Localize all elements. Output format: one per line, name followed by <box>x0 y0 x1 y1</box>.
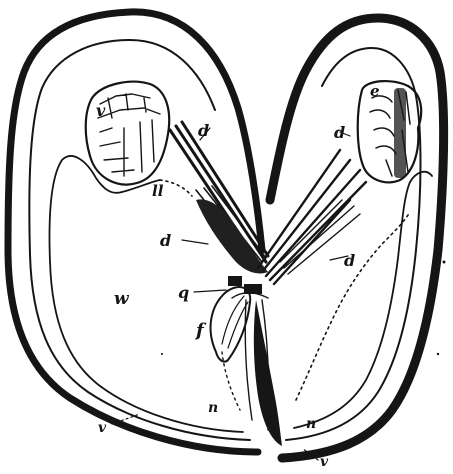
foot-f <box>211 287 251 410</box>
label-d-middle: d <box>160 231 171 250</box>
left-pallial-dotted <box>160 180 192 196</box>
right-organ-e <box>358 81 421 182</box>
left-shell-inner-line <box>29 40 250 440</box>
label-v-bottom-right: v <box>320 454 329 470</box>
label-d-right: d <box>334 123 345 142</box>
label-n-left: n <box>208 400 218 416</box>
label-q: q <box>178 283 189 302</box>
right-organ-dark-band <box>394 88 406 178</box>
label-e-right: e <box>370 82 380 100</box>
label-f: f <box>194 320 207 341</box>
central-muscle-bundle <box>170 122 366 446</box>
label-n-right: n <box>306 416 316 432</box>
label-v-bottom-left: v <box>98 420 107 436</box>
label-d-far-right: d <box>344 251 355 270</box>
left-organ-texture <box>98 94 160 176</box>
label-d-upper: d <box>198 121 209 140</box>
right-mantle-line <box>294 172 432 428</box>
right-valve <box>270 18 444 458</box>
label-ll: ll <box>152 182 164 200</box>
left-organ-outline <box>86 82 169 185</box>
label-w: w <box>114 289 130 309</box>
label-v-left: v <box>96 101 106 120</box>
left-organ-v <box>86 82 169 185</box>
